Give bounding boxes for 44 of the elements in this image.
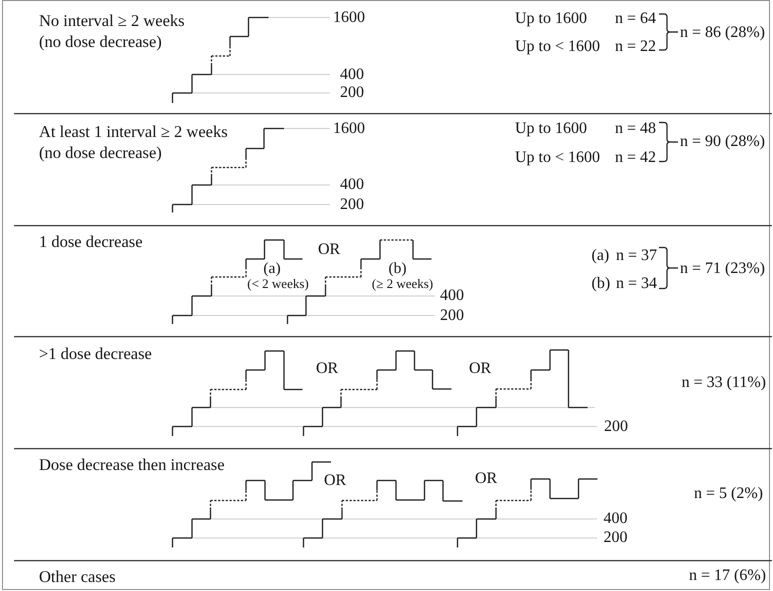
row-heading: >1 dose decrease: [39, 343, 152, 364]
count-label: n = 22: [615, 38, 656, 56]
total-count-label: n = 5 (2%): [694, 485, 763, 503]
dose-level-label: 200: [440, 306, 464, 324]
row-heading: No interval ≥ 2 weeks (no dose decrease): [39, 10, 186, 52]
row-heading: At least 1 interval ≥ 2 weeks (no dose decrease): [39, 120, 229, 162]
subgroup-label: Up to < 1600: [515, 38, 600, 56]
pattern-letter: (b): [592, 274, 610, 292]
row-heading: 1 dose decrease: [39, 230, 143, 252]
interval-note: (< 2 weeks): [247, 276, 309, 291]
or-label: OR: [469, 360, 492, 378]
pattern-letter: (b): [388, 261, 407, 277]
interval-note: (≥ 2 weeks): [372, 276, 434, 291]
total-count-label: n = 17 (6%): [688, 567, 766, 585]
dose-level-label: 200: [340, 196, 364, 214]
pattern-letter: (a): [263, 261, 281, 277]
dose-level-label: 1600: [333, 8, 365, 26]
dose-level-label: 400: [340, 176, 364, 194]
dose-level-label: 400: [440, 287, 464, 305]
dose-level-label: 200: [604, 418, 628, 436]
pattern-letter: (a): [592, 247, 610, 265]
total-count-label: n = 90 (28%): [680, 133, 766, 151]
total-count-label: n = 71 (23%): [680, 260, 766, 278]
total-count-label: n = 86 (28%): [680, 24, 766, 42]
subgroup-label: Up to < 1600: [515, 148, 600, 166]
subgroup-label: Up to 1600: [515, 120, 587, 138]
count-label: n = 42: [615, 148, 656, 166]
count-label: n = 48: [615, 120, 656, 138]
or-label: OR: [475, 470, 498, 488]
or-label: OR: [316, 360, 338, 378]
count-label: n = 34: [616, 274, 658, 292]
count-label: n = 64: [615, 10, 656, 28]
row-heading: Other cases: [39, 566, 116, 586]
dose-level-label: 1600: [333, 120, 365, 138]
subgroup-label: Up to 1600: [515, 10, 587, 28]
dose-level-label: 400: [340, 66, 364, 84]
dose-level-label: 200: [340, 84, 364, 102]
total-count-label: n = 33 (11%): [682, 374, 766, 392]
dose-level-label: 400: [604, 510, 628, 528]
count-label: n = 37: [616, 247, 658, 265]
or-label: OR: [318, 241, 340, 259]
or-label: OR: [324, 472, 346, 490]
dose-level-label: 200: [604, 529, 628, 547]
row-heading: Dose decrease then increase: [39, 454, 225, 474]
